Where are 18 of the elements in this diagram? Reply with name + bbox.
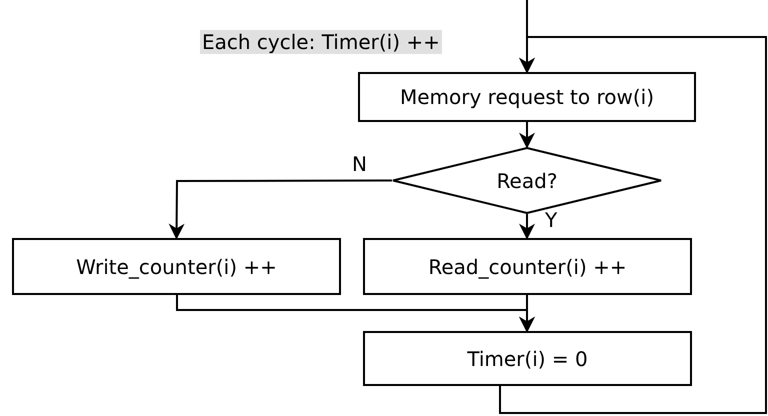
process-box <box>12 238 341 295</box>
arrow <box>168 180 392 240</box>
node-label: Write_counter(i) ++ <box>76 254 277 278</box>
process-box <box>358 72 696 122</box>
edge-label: Y <box>545 210 558 230</box>
note-label: Each cycle: Timer(i) ++ <box>200 30 442 54</box>
node-label: Memory request to row(i) <box>400 85 654 109</box>
decision-diamond <box>392 147 662 214</box>
node-label: Read? <box>496 168 558 192</box>
process-box <box>363 331 692 386</box>
node-label: Read_counter(i) ++ <box>428 254 627 278</box>
edge-label: N <box>352 154 367 174</box>
arrow <box>519 122 535 149</box>
arrow <box>499 36 767 414</box>
node-label: Timer(i) = 0 <box>467 346 588 370</box>
arrow <box>519 214 535 240</box>
arrow <box>519 295 535 333</box>
process-box <box>363 238 692 295</box>
